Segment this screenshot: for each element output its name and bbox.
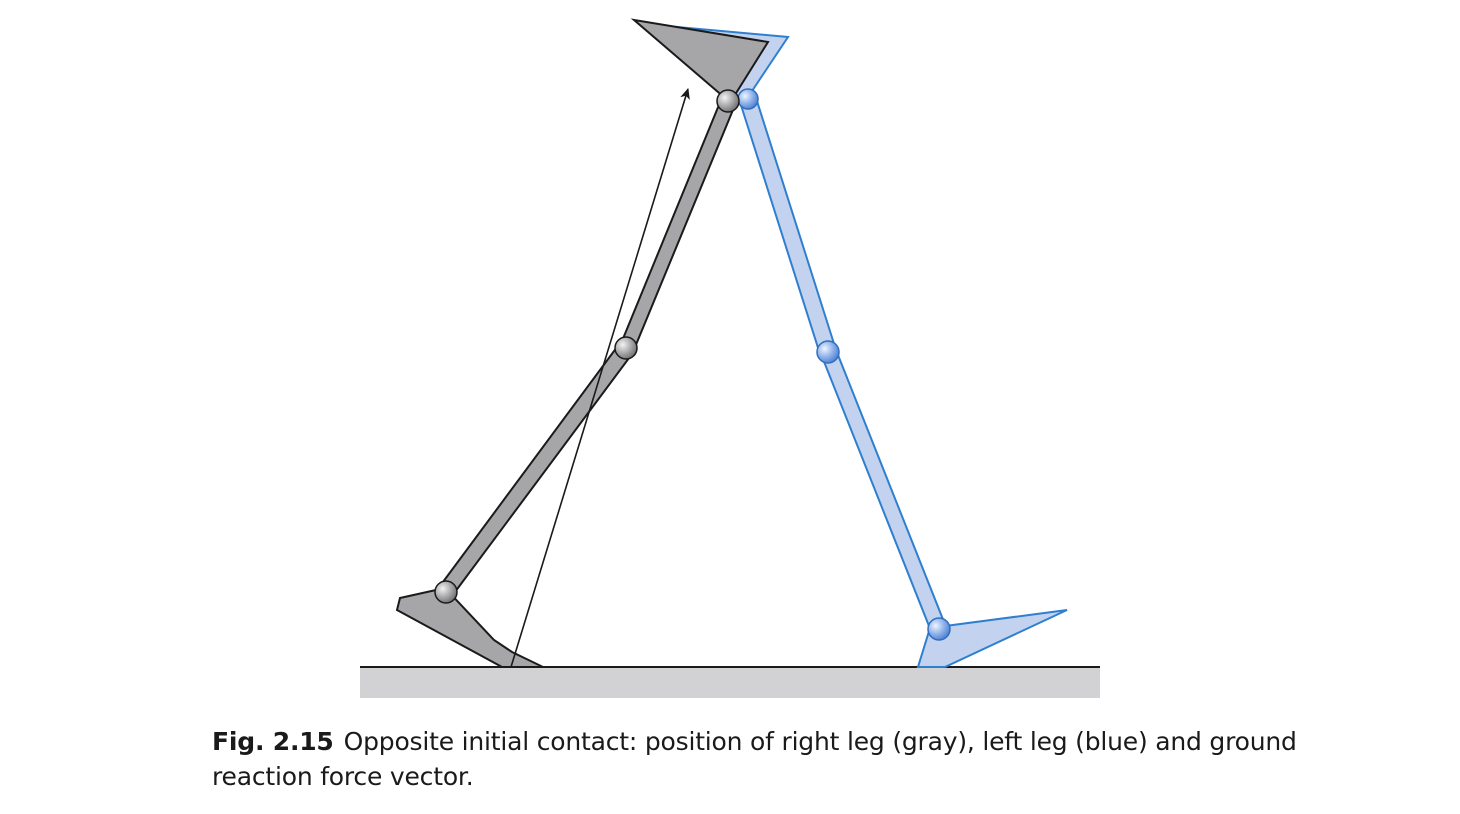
- right-shank-segment: [438, 341, 634, 598]
- left-thigh-segment: [738, 96, 838, 356]
- left-foot-segment: [916, 609, 1068, 668]
- ground-reaction-force-vector: [510, 88, 690, 668]
- right-foot-segment: [395, 586, 544, 668]
- right-leg: [395, 18, 770, 668]
- right-hip-joint: [716, 89, 740, 113]
- left-ankle-joint: [927, 617, 951, 641]
- right-ankle-joint: [434, 580, 458, 604]
- right-knee-joint: [614, 336, 638, 360]
- figure-label: Fig. 2.15: [212, 727, 334, 756]
- left-hip-joint: [737, 88, 759, 110]
- left-shank-segment: [819, 348, 948, 633]
- figure-caption-text: Opposite initial contact: position of ri…: [212, 727, 1297, 791]
- right-thigh-segment: [618, 98, 737, 354]
- left-knee-joint: [816, 340, 840, 364]
- ground-surface: [360, 667, 1100, 698]
